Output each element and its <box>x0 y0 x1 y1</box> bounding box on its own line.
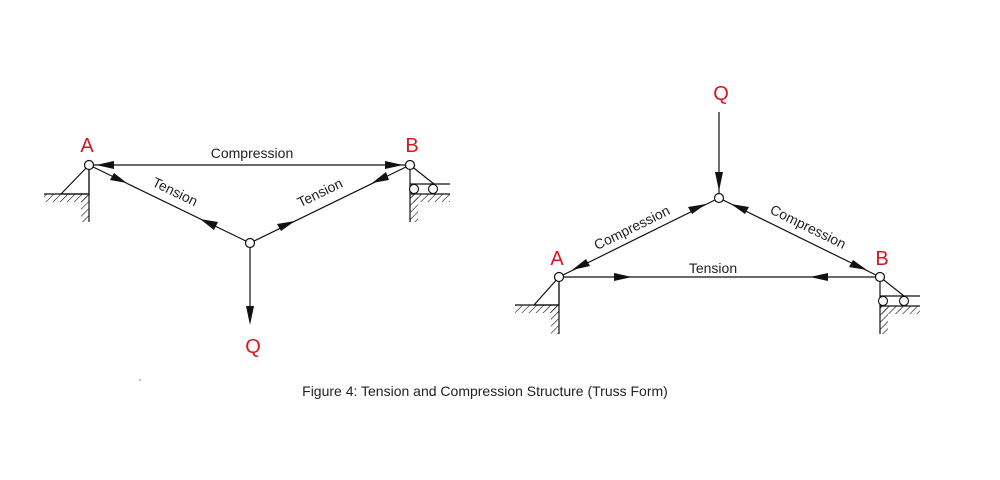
left-pin-support <box>44 163 90 222</box>
left-node-b <box>404 159 416 171</box>
right-roller-support <box>877 276 920 334</box>
figure-caption: Figure 4: Tension and Compression Struct… <box>302 383 668 399</box>
right-node-b-label: B <box>875 248 888 270</box>
right-member-ab-label: Tension <box>689 260 737 276</box>
right-truss-diagram: A B Q Tension Compression Compression <box>515 83 920 334</box>
left-member-cb-label: Tension <box>295 175 345 210</box>
left-arrow-cb-upper <box>372 172 389 183</box>
right-load-label: Q <box>713 83 729 105</box>
left-roller-support <box>408 164 450 222</box>
right-pin-support <box>515 275 560 334</box>
left-node-a-label: A <box>80 135 94 157</box>
right-arrow-cb-lower <box>849 260 867 270</box>
left-arrow-cb-lower <box>277 221 295 231</box>
left-arrow-ab-right <box>385 161 403 169</box>
right-arrow-cb-upper <box>731 204 749 214</box>
right-arrow-ac-upper <box>688 204 706 214</box>
right-arrow-ab-right <box>810 273 828 281</box>
left-member-ac-label: Tension <box>150 174 200 209</box>
left-arrow-ab-left <box>96 161 114 169</box>
left-load-arrow <box>246 306 254 325</box>
right-node-a <box>553 271 565 283</box>
right-arrowheads <box>572 172 867 281</box>
right-node-a-label: A <box>550 248 564 270</box>
left-node-b-label: B <box>405 135 418 157</box>
left-arrow-ac-upper <box>110 173 127 183</box>
left-member-ab-label: Compression <box>211 145 293 161</box>
stray-dot <box>139 379 141 381</box>
right-arrow-ab-left <box>614 273 632 281</box>
right-load-arrow <box>715 172 723 191</box>
left-arrowheads <box>96 161 403 325</box>
left-arrow-ac-lower <box>200 219 218 230</box>
right-arrow-ac-lower <box>572 259 590 270</box>
right-member-cb-label: Compression <box>768 201 849 252</box>
right-node-b <box>874 271 886 283</box>
left-node-c <box>244 237 256 249</box>
right-node-c <box>713 192 725 204</box>
left-load-label: Q <box>245 336 261 358</box>
left-node-a <box>83 159 95 171</box>
left-truss-diagram: A B Q Compression Tension Tension <box>44 135 450 358</box>
